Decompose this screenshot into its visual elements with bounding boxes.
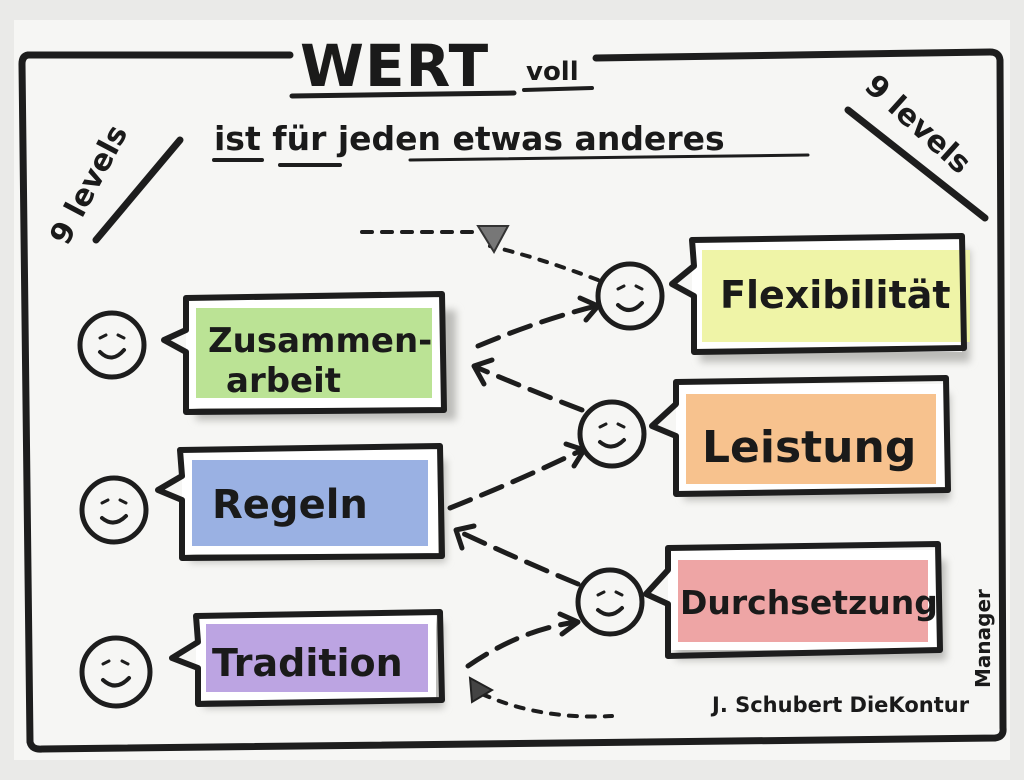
- smiley-icon: [79, 635, 153, 709]
- label-leistung: Leistung: [702, 422, 916, 473]
- arrowhead-triangle-icon: [468, 676, 495, 704]
- outer-frame: [18, 48, 1007, 753]
- smiley-icon: [595, 261, 665, 331]
- arrow-tradition-to-durchsetzung: [465, 611, 581, 669]
- side-stroke-left: [92, 136, 184, 244]
- label-durchsetzung: Durchsetzung: [680, 583, 938, 622]
- speech-box-tradition: [169, 609, 445, 707]
- label-flexibilitaet: Flexibilität: [720, 273, 951, 317]
- speech-box-flexibilitaet: [669, 233, 967, 355]
- side-stroke-right: [844, 106, 989, 222]
- smiley-icon: [77, 310, 147, 380]
- speech-box-durchsetzung: [643, 541, 943, 659]
- subtitle: ist für jeden etwas anderes: [214, 119, 725, 158]
- speech-box-zusammenarbeit: [161, 291, 447, 415]
- title-suffix: voll: [526, 57, 579, 87]
- author-signature: J. Schubert DieKontur: [710, 693, 970, 717]
- role-label: Manager: [971, 589, 995, 688]
- title-suffix-underline: [522, 86, 594, 92]
- label-zusammenarbeit-2: arbeit: [226, 361, 341, 401]
- arrow-leistung-to-zusammenarbeit: [471, 357, 585, 413]
- box-fill-red: [678, 560, 928, 642]
- title-main: WERT: [300, 32, 489, 100]
- title-underline: [289, 90, 517, 99]
- arrow-durchsetzung-to-regeln: [453, 523, 581, 587]
- box-fill-green: [196, 308, 432, 398]
- arrow-flexibilitaet-dotted-up: [360, 225, 600, 282]
- smiley-icon: [79, 475, 149, 545]
- label-tradition: Tradition: [212, 641, 403, 685]
- box-fill-purple: [206, 624, 428, 692]
- speech-box-regeln: [155, 443, 445, 561]
- arrow-tradition-dotted-down: [468, 676, 614, 719]
- arrowhead-triangle-icon: [476, 225, 510, 255]
- box-fill-orange: [686, 394, 936, 484]
- arrow-zusammenarbeit-to-flexibilitaet: [475, 295, 601, 349]
- box-fill-blue: [192, 460, 428, 546]
- label-regeln: Regeln: [212, 482, 368, 528]
- underline-etwas-anderes: [408, 153, 810, 162]
- arrow-regeln-to-leistung: [447, 441, 587, 511]
- label-zusammenarbeit-1: Zusammen-: [208, 321, 432, 361]
- speech-box-leistung: [649, 375, 951, 497]
- smiley-icon: [575, 567, 645, 637]
- box-fill-yellow: [702, 250, 970, 342]
- smiley-icon: [577, 399, 647, 469]
